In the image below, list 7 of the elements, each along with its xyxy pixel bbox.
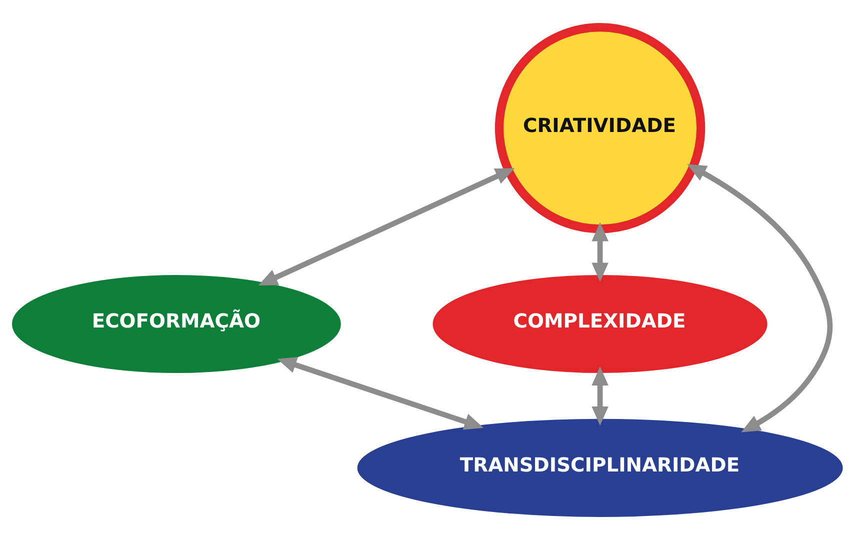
arrow bbox=[258, 168, 515, 286]
arrow bbox=[592, 366, 608, 426]
node-ellipse: COMPLEXIDADE bbox=[432, 274, 768, 374]
arrow bbox=[592, 222, 608, 282]
node-ellipse: TRANSDISCIPLINARIDADE bbox=[357, 418, 843, 517]
arrow bbox=[687, 164, 833, 432]
arrow bbox=[277, 356, 484, 430]
